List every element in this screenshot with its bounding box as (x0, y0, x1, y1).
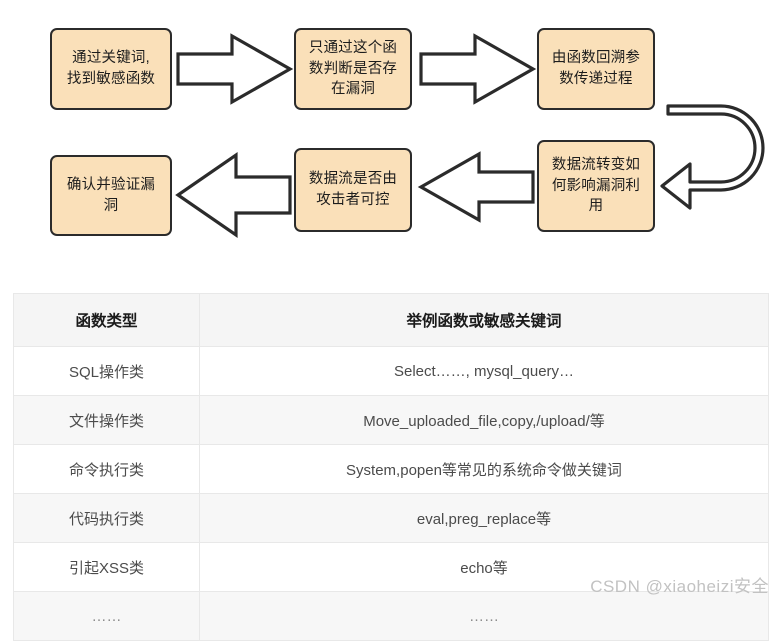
cell-function-type: 文件操作类 (13, 395, 200, 445)
cell-function-type: …… (13, 591, 200, 641)
cell-function-type: 引起XSS类 (13, 542, 200, 592)
flow-node-line: 由函数回溯参 (551, 50, 641, 67)
flowchart: 通过关键词, 找到敏感函数 只通过这个函 数判断是否存 在漏洞 由函数回溯参 数… (0, 0, 781, 272)
flow-node-line: 数据流转变如 (551, 157, 641, 174)
flow-node-line: 确认并验证漏 (66, 176, 156, 193)
flow-node-judge-vulnerability: 只通过这个函 数判断是否存 在漏洞 (294, 28, 412, 110)
cell-examples: echo等 (199, 542, 769, 592)
flow-node-line: 何影响漏洞利 (551, 177, 641, 194)
table-row: 命令执行类 System,popen等常见的系统命令做关键词 (13, 444, 769, 494)
flow-node-attacker-controllable: 数据流是否由 攻击者可控 (294, 148, 412, 232)
flow-node-line: 数判断是否存 (308, 60, 398, 77)
arrow-loop-n3-to-n4-icon (660, 104, 765, 210)
cell-function-type: 命令执行类 (13, 444, 200, 494)
flow-node-dataflow-impact: 数据流转变如 何影响漏洞利 用 (537, 140, 655, 232)
table-row: …… …… (13, 591, 769, 641)
flow-node-line: 通过关键词, (72, 50, 150, 67)
cell-examples: …… (199, 591, 769, 641)
cell-function-type: 代码执行类 (13, 493, 200, 543)
cell-examples: eval,preg_replace等 (199, 493, 769, 543)
table-header-row: 函数类型 举例函数或敏感关键词 (13, 293, 769, 347)
flowchart-arrows (175, 33, 765, 239)
arrow-n5-to-n6-icon (175, 151, 292, 239)
flow-node-find-sensitive-function: 通过关键词, 找到敏感函数 (50, 28, 172, 110)
flow-node-line: 数传递过程 (559, 71, 633, 87)
table-row: SQL操作类 Select……, mysql_query… (13, 346, 769, 396)
table-row: 文件操作类 Move_uploaded_file,copy,/upload/等 (13, 395, 769, 445)
arrow-n4-to-n5-icon (417, 151, 535, 223)
flow-node-line: 攻击者可控 (316, 192, 390, 208)
flow-node-line: 用 (588, 198, 604, 215)
arrow-n2-to-n3-icon (419, 33, 537, 105)
flow-node-line: 在漏洞 (330, 81, 376, 98)
cell-examples: System,popen等常见的系统命令做关键词 (199, 444, 769, 494)
table-row: 代码执行类 eval,preg_replace等 (13, 493, 769, 543)
table-header-examples: 举例函数或敏感关键词 (199, 293, 769, 347)
table-row: 引起XSS类 echo等 (13, 542, 769, 592)
flow-node-trace-parameter-passing: 由函数回溯参 数传递过程 (537, 28, 655, 110)
flow-node-line: 数据流是否由 (308, 171, 398, 188)
table-header-function-type: 函数类型 (13, 293, 200, 347)
flow-node-line: 只通过这个函 (308, 40, 398, 57)
flow-node-line: 找到敏感函数 (66, 71, 156, 87)
arrow-n1-to-n2-icon (176, 33, 294, 105)
function-keyword-table: 函数类型 举例函数或敏感关键词 SQL操作类 Select……, mysql_q… (13, 293, 769, 641)
cell-function-type: SQL操作类 (13, 346, 200, 396)
cell-examples: Select……, mysql_query… (199, 346, 769, 396)
flow-node-line: 洞 (103, 197, 119, 214)
flow-node-confirm-and-verify: 确认并验证漏 洞 (50, 155, 172, 236)
cell-examples: Move_uploaded_file,copy,/upload/等 (199, 395, 769, 445)
